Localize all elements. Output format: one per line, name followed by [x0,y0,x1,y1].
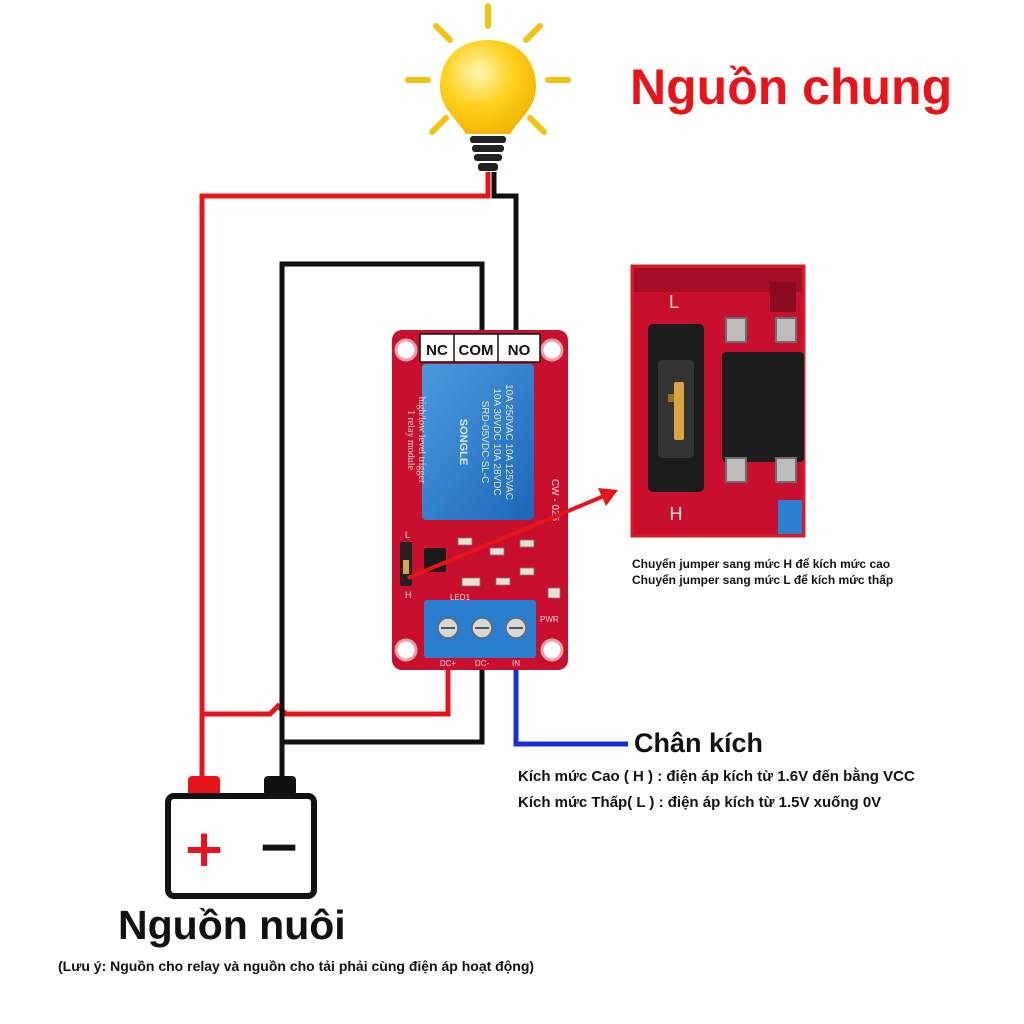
screw-terminal-block [424,600,536,658]
jumper-note-low: Chuyển jumper sang mức L để kích mức thấ… [632,573,894,587]
trigger-note-low: Kích mức Thấp( L ) : điện áp kích từ 1.5… [518,794,882,811]
module-text-line-2: high/low level trigger [416,397,427,484]
smd-components [457,537,561,599]
terminal-com-label: COM [459,342,494,359]
red-wire-to-lamp [199,172,491,778]
relay-module: NC COM NO 10A 250VAC 10A 125VAC 10A 30VD… [392,330,568,670]
supply-power-title: Nguồn nuôi [118,902,346,948]
battery-icon: + − [165,776,317,899]
pin-dc-plus-label: DC+ [440,659,457,668]
pin-dc-minus-label: DC- [475,659,490,668]
relay-spec-line-3: SRD-05VDC-SL-C [479,401,490,484]
light-rays [405,3,571,135]
trigger-note-high: Kích mức Cao ( H ) : điện áp kích từ 1.6… [518,768,915,785]
wires [199,172,628,778]
pin-in-label: IN [512,659,520,668]
relay-brand: SONGLE [457,419,469,465]
terminal-nc-label: NC [426,342,448,359]
jumper-zoom-inset: L H [630,264,806,538]
board-jumper-label-l: L [405,530,410,540]
terminal-no-label: NO [508,342,531,359]
blue-wire-trigger [513,662,628,747]
black-wire-lamp-to-no [491,172,519,336]
battery-plus-sign: + [182,819,226,879]
light-bulb-icon [405,3,571,171]
terminal-labels: NC COM NO [419,333,541,363]
relay-component: 10A 250VAC 10A 125VAC 10A 30VDC 10A 28VD… [422,364,534,520]
relay-spec-line-2: 10A 30VDC 10A 28VDC [491,388,502,495]
inset-label-l: L [669,292,679,312]
jumper-note-high: Chuyển jumper sang mức H để kích mức cao [632,557,891,571]
led-label: LED1 [450,593,471,602]
trigger-pin-title: Chân kích [634,728,764,758]
board-jumper-label-h: H [405,590,412,600]
pwr-label: PWR [540,615,559,624]
jumper-notes: Chuyển jumper sang mức H để kích mức cao… [632,556,893,588]
inset-label-h: H [670,504,683,524]
pointer-arrow-icon [407,488,618,580]
module-text-line-1: 1 relay module [405,410,416,471]
relay-spec-line-1: 10A 250VAC 10A 125VAC [503,384,514,500]
supply-power-note: (Lưu ý: Nguồn cho relay và nguồn cho tải… [58,958,535,974]
board-code: CW - 025 [549,479,560,522]
trigger-notes: Kích mức Cao ( H ) : điện áp kích từ 1.6… [518,764,915,816]
black-wire-to-com [279,261,485,778]
battery-minus-sign: − [257,817,301,877]
black-wire-to-dc-minus [282,662,485,745]
common-power-title: Nguồn chung [630,59,953,115]
